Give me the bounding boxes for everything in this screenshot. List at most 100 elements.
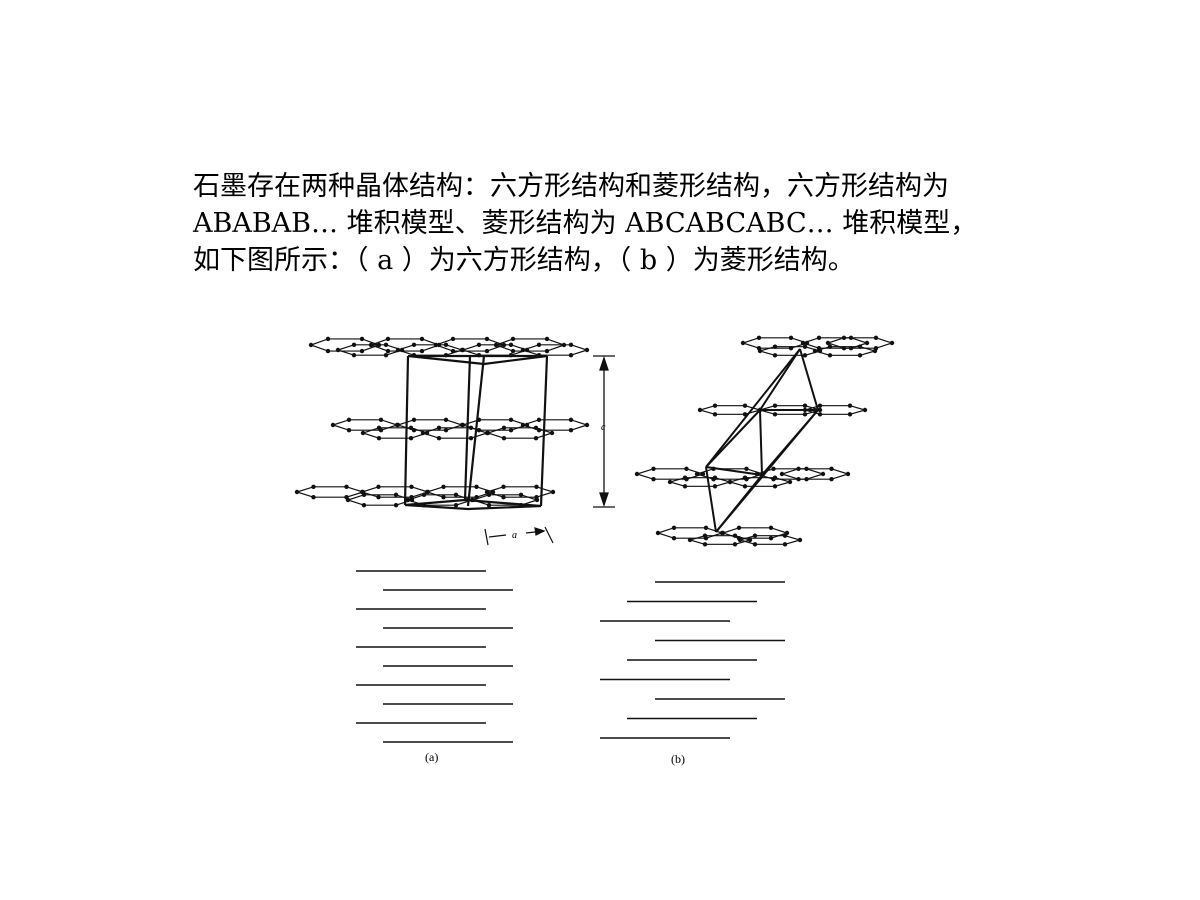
carbon-atom	[361, 502, 367, 508]
carbon-atom	[682, 484, 688, 489]
carbon-atom	[376, 435, 382, 441]
carbon-atom	[393, 502, 399, 508]
carbon-atom	[697, 407, 703, 413]
carbon-atom	[409, 484, 414, 490]
hexagon-ring	[420, 425, 490, 441]
carbon-atom	[544, 348, 550, 354]
a-dimension	[484, 526, 554, 546]
carbon-atom	[568, 427, 574, 433]
carbon-atom	[484, 348, 490, 354]
carbon-atom	[771, 466, 776, 472]
carbon-atom	[335, 347, 341, 353]
carbon-atom	[687, 537, 693, 543]
carbon-atom	[346, 417, 352, 423]
graphite-layer-a	[308, 336, 567, 354]
carbon-atom	[419, 348, 425, 354]
rhombohedral-structure-diagram	[634, 335, 895, 547]
carbon-atom	[772, 344, 778, 349]
carbon-atom	[411, 417, 417, 423]
carbon-atom	[460, 422, 466, 428]
carbon-atom	[453, 502, 459, 508]
cell-top	[407, 354, 548, 366]
carbon-atom	[476, 342, 482, 348]
carbon-atom	[450, 336, 456, 342]
carbon-atom	[829, 476, 834, 482]
carbon-atom	[453, 492, 459, 498]
carbon-atom	[847, 403, 853, 408]
carbon-atom	[485, 430, 491, 436]
carbon-atom	[376, 425, 382, 431]
carbon-atom	[752, 533, 758, 538]
hexagon-ring	[687, 533, 753, 547]
carbon-atom	[443, 342, 449, 348]
carbon-atom	[817, 407, 823, 413]
carbon-atom	[345, 497, 351, 503]
carbon-atom	[443, 427, 449, 433]
carbon-atom	[344, 484, 349, 490]
carbon-atom	[549, 430, 555, 436]
carbon-atom	[325, 348, 331, 354]
carbon-atom	[411, 342, 417, 348]
carbon-atom	[862, 407, 868, 413]
carbon-atom	[756, 335, 762, 341]
carbon-atom	[732, 533, 738, 538]
carbon-atom	[655, 530, 661, 536]
carbon-atom	[436, 425, 442, 431]
carbon-atom	[436, 435, 442, 441]
hexagonal-unit-cell	[403, 354, 549, 511]
graphite-layer-a	[634, 466, 851, 482]
carbon-atom	[827, 353, 833, 358]
ring-bond	[361, 427, 429, 439]
carbon-atom	[768, 525, 774, 531]
carbon-atom	[742, 403, 748, 408]
hexagon-ring	[335, 342, 405, 358]
carbon-atom	[779, 471, 785, 477]
carbon-atom	[468, 425, 474, 431]
carbon-atom	[712, 475, 718, 480]
description-line-1: 石墨存在两种晶体结构：六方形结构和菱形结构，六方形结构为	[193, 171, 949, 202]
carbon-atom	[501, 494, 506, 500]
carbon-atom	[671, 535, 677, 541]
carbon-atom	[772, 475, 778, 480]
carbon-atom	[772, 403, 778, 408]
caption-b: (b)	[671, 752, 685, 766]
carbon-atom	[782, 533, 788, 538]
carbon-atom	[361, 492, 367, 498]
hexagon-ring	[359, 484, 431, 500]
carbon-atom	[742, 475, 748, 480]
carbon-atom	[294, 489, 300, 495]
hexagon-ring	[330, 417, 400, 433]
ring-bond	[656, 527, 724, 539]
carbon-atom	[740, 340, 746, 346]
carbon-atom	[424, 489, 430, 495]
carbon-atom	[702, 542, 708, 547]
ring-bond	[331, 419, 399, 431]
hexagon-ring	[655, 525, 725, 541]
carbon-atom	[385, 348, 391, 354]
carbon-atom	[841, 335, 847, 341]
description-line-2: ABABAB… 堆积模型、菱形结构为 ABCABCABC… 堆积模型，	[193, 208, 978, 239]
carbon-atom	[682, 475, 688, 480]
carbon-atom	[536, 417, 542, 423]
carbon-atom	[845, 471, 851, 477]
carbon-atom	[873, 335, 879, 341]
carbon-atom	[311, 484, 316, 490]
carbon-atom	[544, 336, 550, 342]
carbon-atom	[857, 353, 863, 358]
carbon-atom	[468, 435, 474, 441]
cell-edge	[463, 355, 472, 501]
carbon-atom	[787, 479, 793, 485]
ring-bond	[667, 477, 733, 487]
carbon-atom	[816, 335, 822, 341]
carbon-atom	[800, 340, 806, 346]
hexagon-ring	[360, 425, 430, 441]
carbon-atom	[536, 342, 542, 348]
hexagon-ring	[485, 425, 555, 441]
carbon-atom	[501, 425, 507, 431]
carbon-atom	[378, 417, 384, 423]
c-dimension	[593, 355, 615, 508]
carbon-atom	[533, 425, 539, 431]
carbon-atom	[651, 466, 656, 472]
carbon-atom	[797, 537, 803, 543]
